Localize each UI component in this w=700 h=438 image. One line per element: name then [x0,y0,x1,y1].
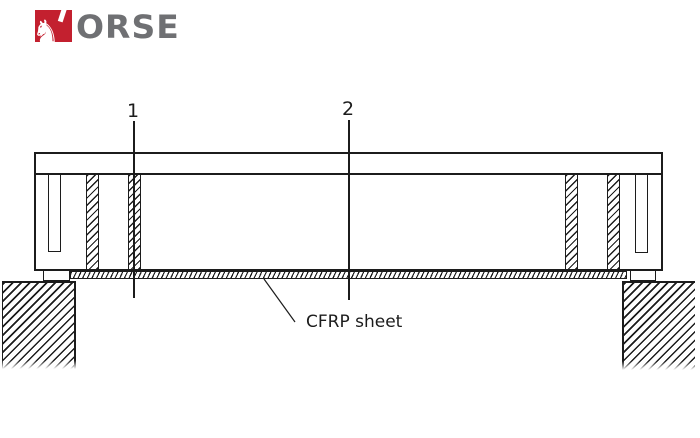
brand-logo: ♞ ORSE [35,7,180,46]
stirrup-wrap-section-3 [565,175,578,269]
right-anchor-slot [635,175,648,253]
right-support-pier [622,281,695,370]
left-anchor-slot [48,175,61,252]
stirrup-wrap-section-1 [86,175,99,269]
section-label-1: 1 [126,100,140,122]
section-label-2: 2 [341,98,355,120]
right-bearing-pad [630,271,656,281]
logo-wordmark: ORSE [76,7,180,46]
section-line-1 [133,121,135,298]
logo-notch [57,10,68,23]
stirrup-wrap-section-4 [607,175,620,269]
left-support-pier [2,281,76,369]
section-line-2 [348,120,350,300]
logo-h-block: ♞ [35,10,72,42]
stirrup-wrap-section-2 [128,175,141,269]
cfrp-sheet-label: CFRP sheet [306,312,403,332]
left-bearing-pad [43,271,70,281]
horse-head-icon: ♞ [35,14,60,43]
